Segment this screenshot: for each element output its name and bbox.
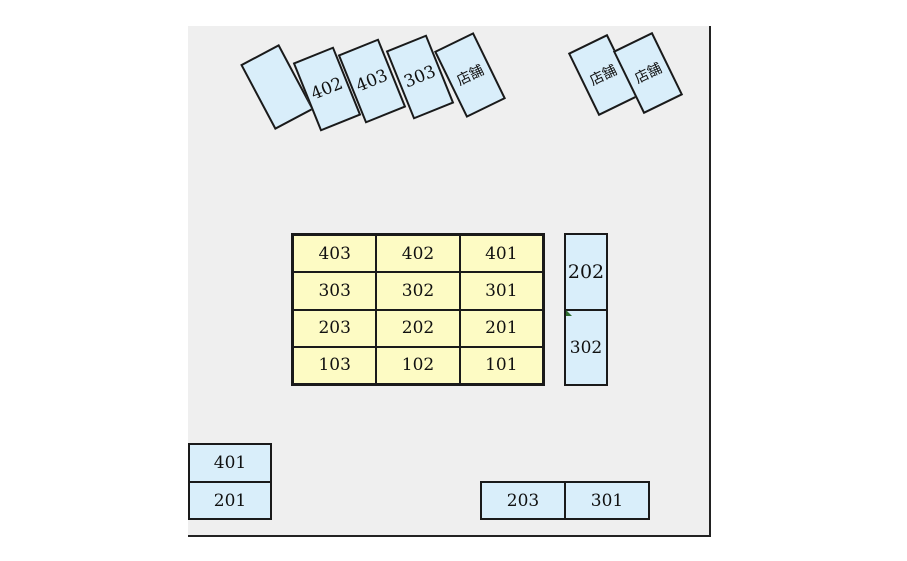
grid-cell: 201 [459, 309, 543, 347]
grid-cell: 102 [376, 346, 460, 384]
parking-spot-bottom-right-1: 203 [480, 481, 566, 520]
spot-label: 店舗 [587, 62, 620, 90]
grid-cell: 101 [459, 346, 543, 384]
grid-cell: 303 [293, 272, 377, 310]
grid-cell: 401 [459, 235, 543, 273]
marker-tick [566, 310, 572, 316]
spot-label: 403 [353, 65, 391, 97]
spot-label: 201 [213, 490, 247, 511]
spot-label: 店舗 [632, 60, 665, 88]
grid-cell: 403 [293, 235, 377, 273]
parking-spot-bottom-left-upper: 401 [188, 443, 272, 483]
parking-spot-bottom-right-2: 301 [564, 481, 650, 520]
spot-label: 店舗 [454, 62, 487, 90]
spot-label: 302 [569, 337, 603, 358]
grid-cell: 203 [293, 309, 377, 347]
spot-label: 301 [590, 490, 624, 511]
grid-cell: 301 [459, 272, 543, 310]
grid-cell: 402 [376, 235, 460, 273]
spot-label: 303 [401, 61, 439, 93]
parking-spot-bottom-left-lower: 201 [188, 481, 272, 520]
center-parking-grid: 403 402 401 303 302 301 203 202 201 103 … [291, 233, 545, 386]
parking-spot-right-lower: 302 [564, 309, 608, 386]
grid-cell: 202 [376, 309, 460, 347]
parking-spot-right-upper: 202 [564, 233, 608, 311]
spot-label: 202 [567, 261, 605, 283]
grid-cell: 103 [293, 346, 377, 384]
grid-cell: 302 [376, 272, 460, 310]
spot-label: 401 [213, 453, 247, 473]
spot-label: 203 [506, 490, 540, 511]
spot-label: 402 [308, 73, 346, 105]
